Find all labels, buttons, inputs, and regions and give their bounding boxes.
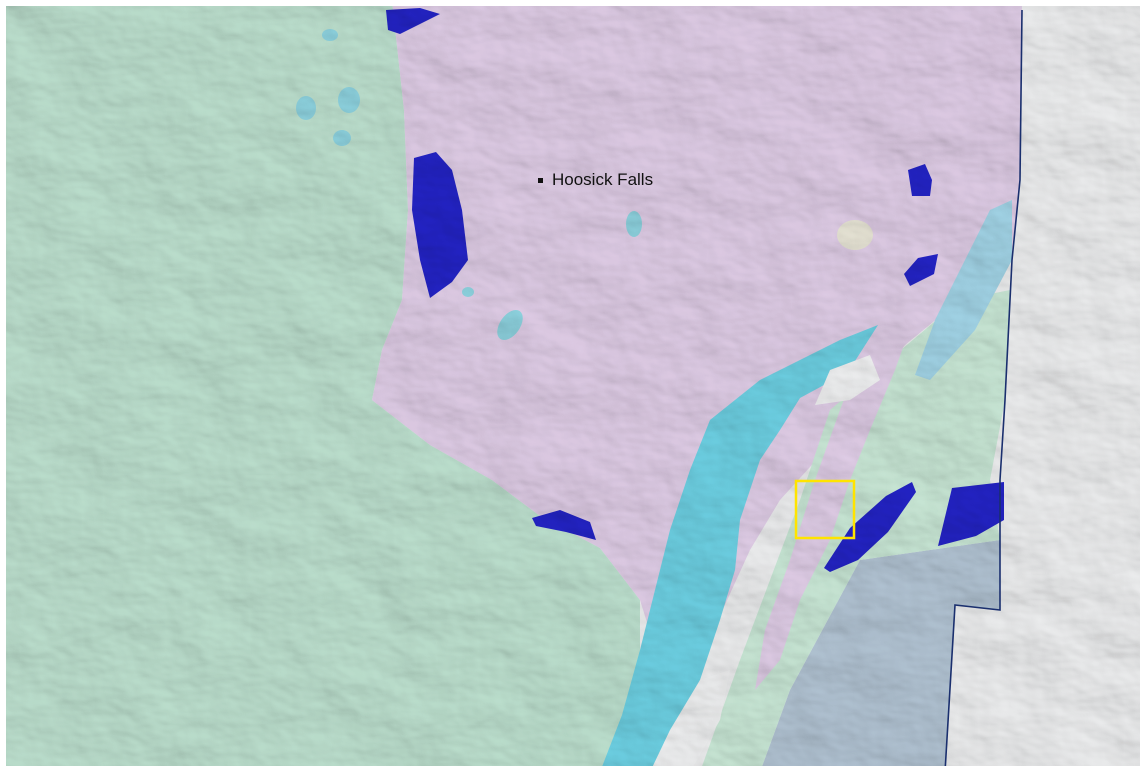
highlight-box[interactable] bbox=[794, 479, 856, 540]
area-boundary-line bbox=[944, 9, 1023, 772]
place-point-icon bbox=[538, 177, 543, 183]
place-label-hoosick-falls[interactable]: Hoosick Falls bbox=[538, 170, 653, 190]
place-name: Hoosick Falls bbox=[552, 170, 654, 189]
